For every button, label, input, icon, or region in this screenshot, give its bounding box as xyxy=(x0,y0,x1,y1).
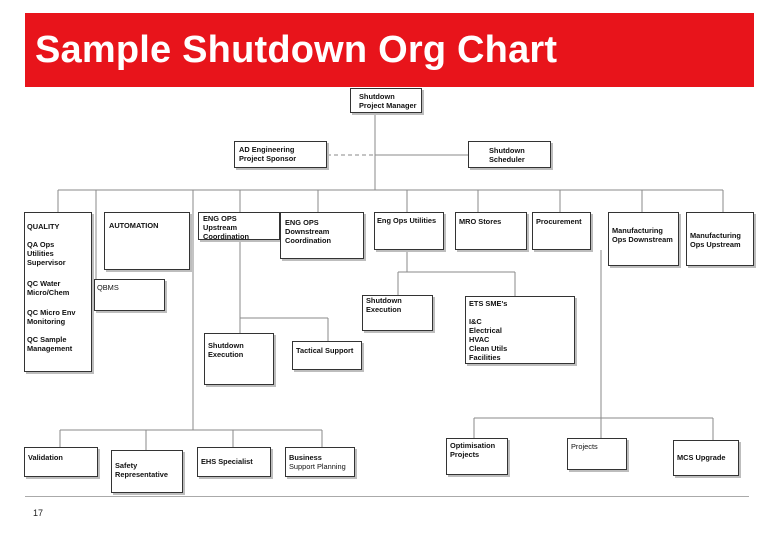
ehs-specialist-box: EHS Specialist xyxy=(197,447,271,477)
scheduler-box: Shutdown Scheduler xyxy=(468,141,551,168)
sponsor-label: AD Engineering Project Sponsor xyxy=(239,145,297,163)
tactical-support-label: Tactical Support xyxy=(296,346,354,355)
safety-rep-label: Safety Representative xyxy=(115,461,168,479)
business-support-box: Business Support Planning xyxy=(285,447,355,477)
mro-stores-label: MRO Stores xyxy=(459,217,502,226)
optimisation-box: Optimisation Projects xyxy=(446,438,508,475)
footer-rule xyxy=(25,496,749,497)
mfg-downstream-label: Manufacturing Ops Downstream xyxy=(612,226,673,244)
shutdown-execution-box-1: Shutdown Execution xyxy=(362,295,433,331)
business-support-title: Business xyxy=(289,453,322,462)
tactical-support-box: Tactical Support xyxy=(292,341,362,370)
quality-item-qc-water: QC Water Micro/Chem xyxy=(27,279,70,297)
ets-smes-items: I&C Electrical HVAC Clean Utils Faciliti… xyxy=(469,317,508,362)
procurement-box: Procurement xyxy=(532,212,591,250)
validation-label: Validation xyxy=(28,453,63,462)
automation-label: AUTOMATION xyxy=(109,221,159,230)
shutdown-execution-label-1: Shutdown Execution xyxy=(366,296,402,314)
automation-box: AUTOMATION xyxy=(104,212,190,270)
qbms-box: QBMS xyxy=(94,279,165,311)
shutdown-execution-box-2: Shutdown Execution xyxy=(204,333,274,385)
quality-item-qa-ops: QA Ops Utilities Supervisor xyxy=(27,240,66,267)
eng-ops-upstream-box: ENG OPS Upstream Coordination xyxy=(198,212,280,241)
eng-ops-downstream-label: ENG OPS Downstream Coordination xyxy=(285,218,331,245)
ets-smes-box: ETS SME's I&C Electrical HVAC Clean Util… xyxy=(465,296,575,364)
scheduler-label: Shutdown Scheduler xyxy=(489,146,525,164)
project-manager-label: Shutdown Project Manager xyxy=(359,92,417,110)
mfg-upstream-label: Manufacturing Ops Upstream xyxy=(690,231,741,249)
project-manager-box: Shutdown Project Manager xyxy=(350,88,422,113)
mro-stores-box: MRO Stores xyxy=(455,212,527,250)
quality-title: QUALITY xyxy=(27,222,60,231)
sponsor-box: AD Engineering Project Sponsor xyxy=(234,141,327,168)
mcs-upgrade-box: MCS Upgrade xyxy=(673,440,739,476)
procurement-label: Procurement xyxy=(536,217,582,226)
quality-item-qc-micro-env: QC Micro Env Monitoring xyxy=(27,308,76,326)
projects-label: Projects xyxy=(571,442,598,451)
shutdown-execution-label-2: Shutdown Execution xyxy=(208,341,244,359)
ets-smes-title: ETS SME's xyxy=(469,299,508,308)
quality-item-qc-sample: QC Sample Management xyxy=(27,335,73,353)
slide-title: Sample Shutdown Org Chart xyxy=(35,29,558,71)
eng-ops-utilities-box: Eng Ops Utilities xyxy=(374,212,444,250)
validation-box: Validation xyxy=(24,447,98,477)
eng-ops-upstream-label: ENG OPS Upstream Coordination xyxy=(203,214,249,241)
optimisation-label: Optimisation Projects xyxy=(450,441,496,459)
qbms-label: QBMS xyxy=(97,283,119,292)
quality-box: QUALITY QA Ops Utilities Supervisor QC W… xyxy=(24,212,92,372)
page-number: 17 xyxy=(33,508,44,518)
mfg-downstream-box: Manufacturing Ops Downstream xyxy=(608,212,679,266)
mfg-upstream-box: Manufacturing Ops Upstream xyxy=(686,212,754,266)
title-banner: Sample Shutdown Org Chart xyxy=(25,13,754,87)
eng-ops-utilities-label: Eng Ops Utilities xyxy=(377,216,437,225)
safety-rep-box: Safety Representative xyxy=(111,450,183,493)
ehs-specialist-label: EHS Specialist xyxy=(201,457,253,466)
business-support-subtitle: Support Planning xyxy=(289,462,346,471)
eng-ops-downstream-box: ENG OPS Downstream Coordination xyxy=(280,212,364,259)
mcs-upgrade-label: MCS Upgrade xyxy=(677,453,726,462)
projects-box: Projects xyxy=(567,438,627,470)
